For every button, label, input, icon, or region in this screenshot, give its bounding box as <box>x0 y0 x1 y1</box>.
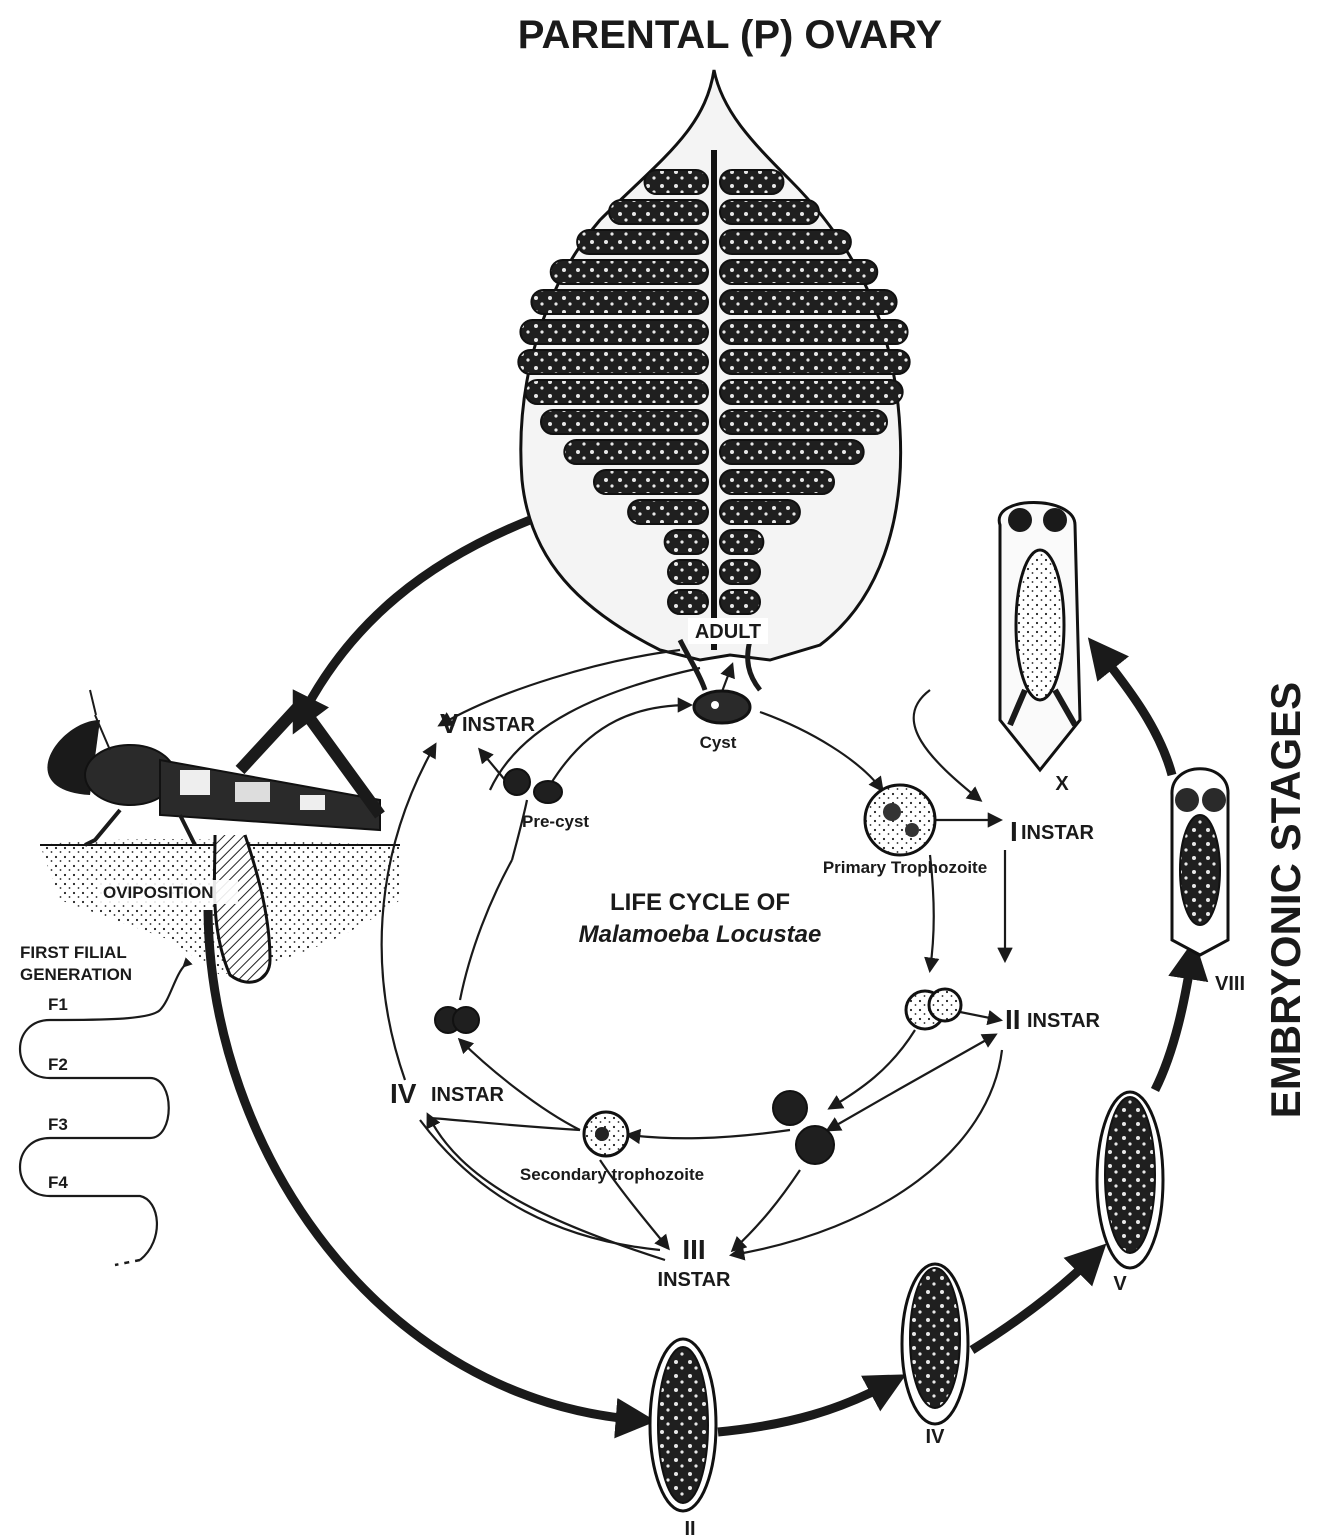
instar-iii-label: III INSTAR <box>658 1234 732 1291</box>
ovariole <box>564 440 708 464</box>
ovariole <box>720 320 908 344</box>
ovariole <box>520 320 708 344</box>
ovariole <box>628 500 708 524</box>
embryo-stage-x: X <box>999 503 1080 796</box>
ovariole <box>720 560 760 584</box>
daughter-cell-2 <box>796 1126 834 1164</box>
embryo-iv-to-v-arrow <box>972 1255 1095 1350</box>
gen-f2: F2 <box>48 1055 68 1074</box>
pre-cyst-cell-1 <box>504 769 530 795</box>
instar-v-word: INSTAR <box>462 714 536 736</box>
embryo-v-label: V <box>1113 1273 1127 1295</box>
instar-i-numeral: I <box>1010 816 1018 847</box>
embryo-iv-label: IV <box>926 1426 946 1448</box>
instar-iv-label: IV INSTAR <box>390 1078 505 1109</box>
gen-f3: F3 <box>48 1115 68 1134</box>
center-species-name: Malamoeba Locustae <box>579 921 822 948</box>
ovary-to-host-arrow <box>300 520 530 720</box>
embryonic-stages-label: EMBRYONIC STAGES <box>1262 682 1309 1118</box>
ovariole <box>720 500 800 524</box>
daughter-cell-1 <box>773 1091 807 1125</box>
embryo-viii-to-x-arrow <box>1098 650 1172 775</box>
instar-iii-numeral: III <box>682 1234 705 1265</box>
cyst-cell <box>694 691 750 723</box>
adult-label: ADULT <box>695 621 761 643</box>
grasshopper-illustration: OVIPOSITION <box>40 690 400 982</box>
ovariole <box>720 200 819 224</box>
filial-generation-group: FIRST FILIAL GENERATION F1 F2 F3 F4 <box>20 943 185 1265</box>
ovariole <box>541 410 708 434</box>
ovariole <box>720 440 864 464</box>
center-title: LIFE CYCLE OF <box>610 889 790 916</box>
ovariole <box>525 380 708 404</box>
embryo-ii-label: II <box>684 1518 695 1538</box>
embryo-ii-to-iv-arrow <box>718 1382 892 1432</box>
primary-trophozoite-cell <box>865 785 935 855</box>
embryo-viii-label: VIII <box>1215 973 1245 995</box>
ovariole <box>609 200 708 224</box>
instar-iv-word: INSTAR <box>431 1084 505 1106</box>
ovariole <box>518 350 708 374</box>
ovariole <box>720 230 851 254</box>
ovariole <box>577 230 708 254</box>
dividing-trophozoite-cell-b <box>929 989 961 1021</box>
gen-f4: F4 <box>48 1173 68 1192</box>
instar-i-word: INSTAR <box>1021 822 1095 844</box>
embryo-stage-v: V <box>1097 1092 1163 1295</box>
ovariole <box>720 290 897 314</box>
pre-cyst-label: Pre-cyst <box>522 812 589 831</box>
first-filial-label: FIRST FILIAL <box>20 943 127 962</box>
generation-label: GENERATION <box>20 965 132 984</box>
ovariole <box>720 260 877 284</box>
embryo-stage-viii: VIII <box>1172 769 1245 995</box>
pre-cyst-cell-2 <box>534 781 562 803</box>
instar-i-label: I INSTAR <box>1010 816 1095 847</box>
ovariole <box>720 590 760 614</box>
instar-v-label: V INSTAR <box>440 708 536 739</box>
embryo-stage-iv: IV <box>902 1264 968 1448</box>
ovariole <box>720 530 763 554</box>
instar-iii-word: INSTAR <box>658 1269 732 1291</box>
instar-ii-numeral: II <box>1005 1004 1021 1035</box>
ovariole <box>668 560 708 584</box>
embryo-stage-ii: II <box>650 1339 716 1538</box>
instar-iv-numeral: IV <box>390 1078 417 1109</box>
parental-ovary-illustration: ADULT <box>518 70 909 690</box>
binary-fission-cell-b <box>453 1007 479 1033</box>
instar-ii-label: II INSTAR <box>1005 1004 1101 1035</box>
primary-trophozoite-label: Primary Trophozoite <box>823 858 987 877</box>
ovariole <box>720 380 903 404</box>
ovariole <box>720 410 887 434</box>
ovariole <box>551 260 708 284</box>
gen-f1: F1 <box>48 995 68 1014</box>
ovariole <box>720 170 783 194</box>
instar-ii-word: INSTAR <box>1027 1010 1101 1032</box>
ovariole <box>594 470 708 494</box>
ovariole <box>645 170 708 194</box>
cyst-label: Cyst <box>700 733 737 752</box>
secondary-trophozoite-label: Secondary trophozoite <box>520 1165 704 1184</box>
ovariole <box>665 530 708 554</box>
ovariole <box>720 470 834 494</box>
embryo-x-label: X <box>1055 773 1069 795</box>
ovariole <box>720 350 910 374</box>
instar-v-numeral: V <box>440 708 459 739</box>
embryo-v-to-viii-arrow <box>1155 955 1192 1090</box>
ovariole <box>531 290 708 314</box>
diagram-title: PARENTAL (P) OVARY <box>518 13 943 57</box>
oviposition-label: OVIPOSITION <box>103 883 214 902</box>
ovariole <box>668 590 708 614</box>
